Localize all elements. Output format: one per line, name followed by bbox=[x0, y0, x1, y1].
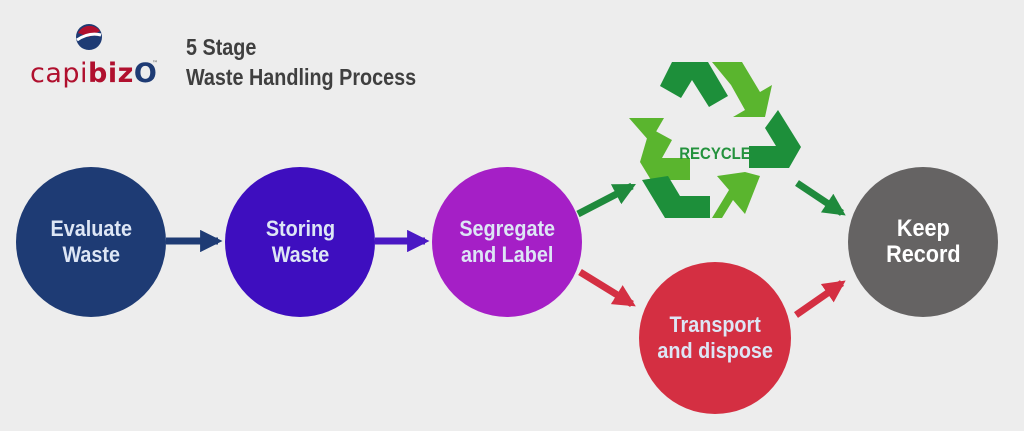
stage-segregate-line2: and Label bbox=[460, 242, 554, 267]
stage-keep-line2: Record bbox=[885, 241, 961, 268]
arrow-recycle-to-keep bbox=[795, 180, 846, 216]
logo: capibizO ™ bbox=[30, 22, 160, 97]
arrow-transport-to-keep bbox=[794, 280, 846, 318]
arrow-segregate-to-transport bbox=[578, 269, 636, 307]
page-title: 5 Stage Waste Handling Process bbox=[186, 32, 416, 92]
title-line2: Waste Handling Process bbox=[186, 64, 417, 90]
arrow-segregate-to-recycle bbox=[576, 182, 636, 218]
stage-segregate-line1: Segregate bbox=[459, 216, 555, 241]
stage-storing-line1: Storing bbox=[265, 216, 335, 241]
stage-evaluate-line1: Evaluate bbox=[50, 216, 132, 241]
stage-storing-line2: Waste bbox=[271, 242, 329, 267]
logo-text-part2: biz bbox=[88, 58, 134, 89]
logo-mark-icon bbox=[76, 24, 102, 50]
recycle-label: RECYCLE bbox=[679, 144, 751, 163]
stage-transport-line2: and dispose bbox=[657, 338, 773, 363]
logo-wordmark: capibizO bbox=[30, 58, 157, 89]
recycle-icon bbox=[629, 62, 801, 218]
stage-evaluate-line2: Waste bbox=[62, 242, 120, 267]
stage-keep-line1: Keep bbox=[896, 215, 950, 242]
logo-text-part1: capi bbox=[30, 58, 89, 89]
logo-text-part3: O bbox=[133, 58, 158, 89]
trademark-symbol: ™ bbox=[152, 60, 158, 67]
stage-transport-line1: Transport bbox=[669, 312, 761, 337]
title-line1: 5 Stage bbox=[186, 34, 257, 60]
